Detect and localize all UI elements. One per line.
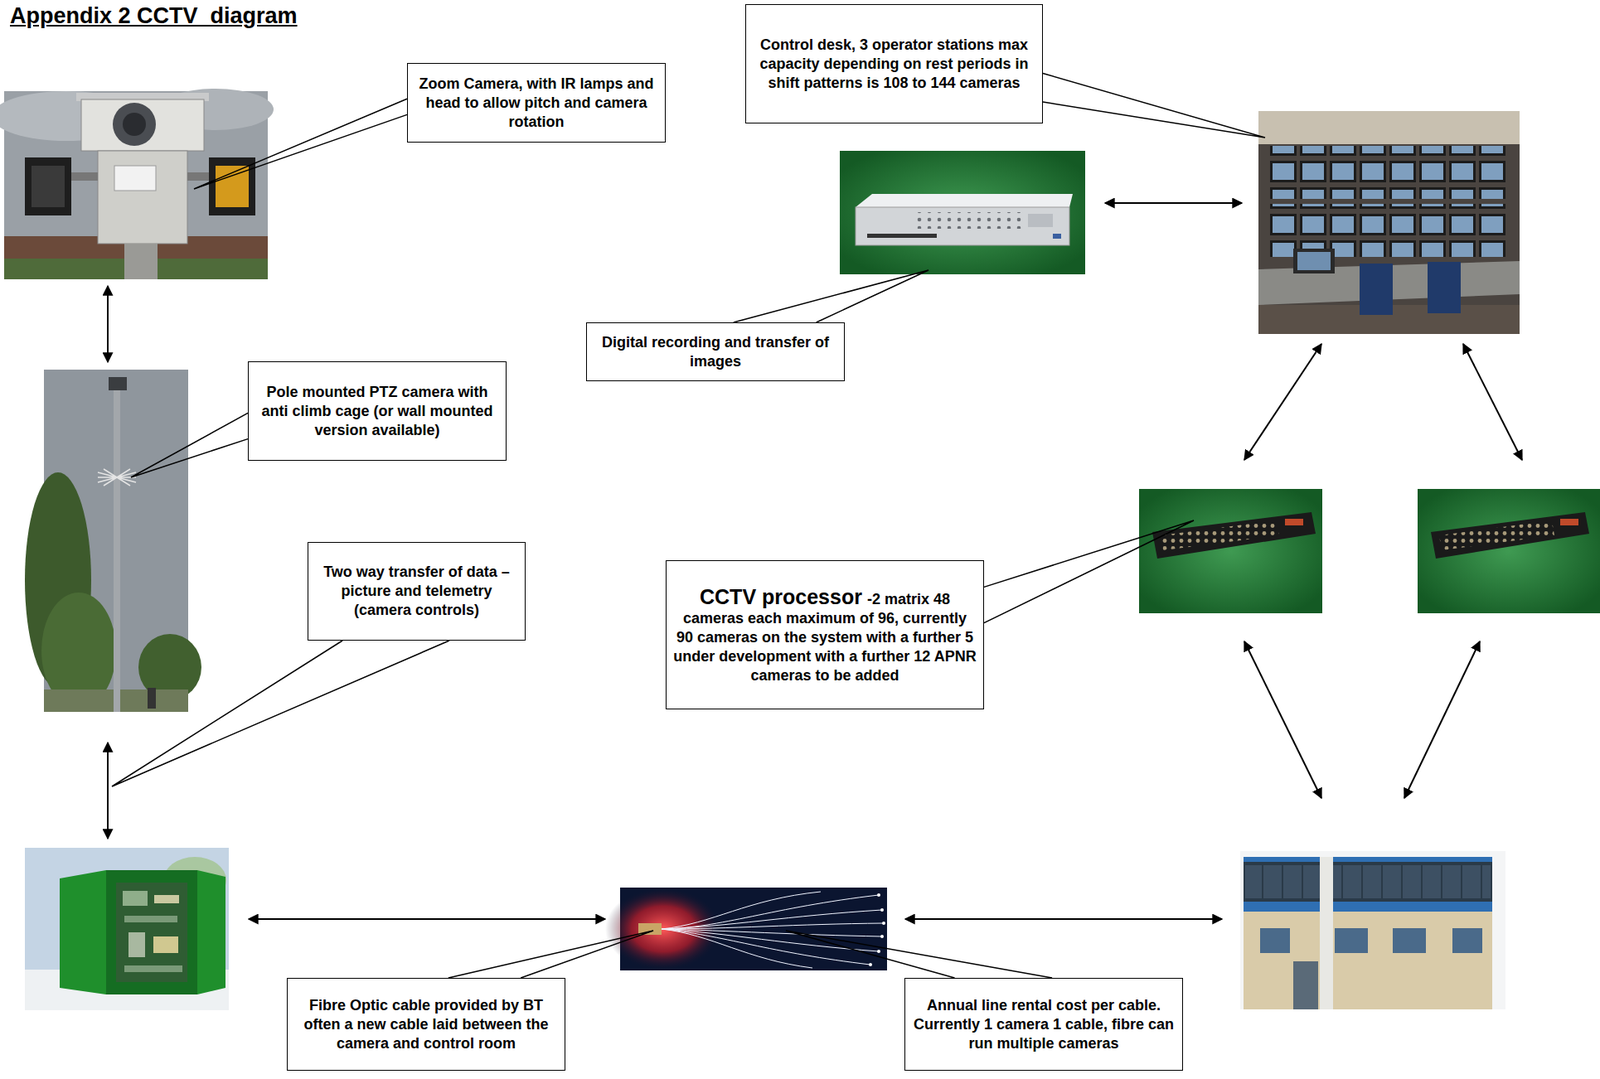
arrow [1244,344,1322,461]
callout-box: Two way transfer of data – picture and t… [307,542,526,641]
callout-text: Two way transfer of data – picture and t… [323,563,510,619]
arrow [1404,641,1480,799]
callout-text-block: Pole mounted PTZ camera with anti climb … [255,383,500,441]
callout-text: CCTV processor [699,585,863,609]
callout-text-block: Digital recording and transfer of images [593,333,838,372]
callout-text: Pole mounted PTZ camera with anti climb … [261,383,493,439]
pole-camera-photo [24,369,202,713]
callout-text-block: Control desk, 3 operator stations max ca… [752,35,1036,93]
arrow [106,286,109,363]
callout-pointer [448,930,654,979]
callout-box: Digital recording and transfer of images [586,322,845,382]
callout-pointer [193,98,408,190]
diagram-title: Appendix 2 CCTV diagram [9,3,298,30]
callout-text-block: Two way transfer of data – picture and t… [315,562,519,621]
arrow [905,918,1222,921]
callout-text-block: CCTV processor-2 matrix 48 cameras each … [673,585,977,686]
digital-recorder-picture [839,150,1086,275]
callout-box: Fibre Optic cable provided by BT often a… [286,978,566,1072]
callout-text: Annual line rental cost per cable. Curre… [913,997,1174,1053]
callout-text-block: Zoom Camera, with IR lamps and head to a… [414,74,659,132]
arrow [248,918,606,921]
callout-box: Zoom Camera, with IR lamps and head to a… [407,63,666,143]
zoom-camera-photo [0,88,274,280]
fibre-optic-photo [605,887,888,971]
callout-box: Annual line rental cost per cable. Curre… [904,978,1184,1072]
arrow [1105,202,1242,204]
callout-pointer [984,520,1194,624]
callout-pointer [785,930,1053,979]
arrow [107,203,1523,920]
callout-text: Control desk, 3 operator stations max ca… [759,36,1028,92]
arrow [1463,344,1523,461]
callout-pointer [111,640,450,787]
street-cabinet-picture [24,848,229,1011]
callout-pointer [733,270,929,323]
control-room-building-photo [1240,851,1506,1010]
callout-box: Pole mounted PTZ camera with anti climb … [247,361,507,461]
callout-box: CCTV processor-2 matrix 48 cameras each … [665,560,985,710]
arrow [106,742,109,839]
callout-text: Digital recording and transfer of images [601,334,830,370]
callout-text-block: Fibre Optic cable provided by BT often a… [294,996,558,1054]
callout-pointer [1042,73,1266,138]
control-room-photo [1258,111,1520,335]
callout-text: Zoom Camera, with IR lamps and head to a… [418,75,654,131]
arrow [1244,641,1322,799]
matrix-processor-picture [1417,489,1600,614]
callout-pointer [130,412,248,478]
matrix-processor-picture [1139,489,1323,614]
callout-text: Fibre Optic cable provided by BT often a… [303,997,548,1053]
callout-text-block: Annual line rental cost per cable. Curre… [911,996,1176,1054]
callout-box: Control desk, 3 operator stations max ca… [745,4,1043,124]
